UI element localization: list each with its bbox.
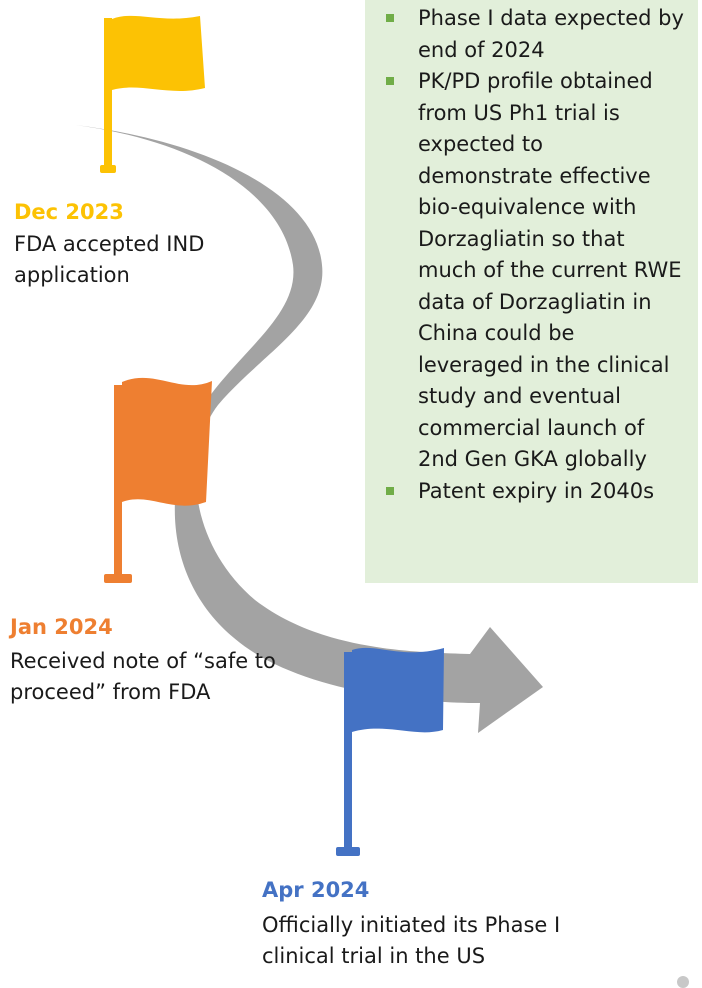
milestone-description-line: application <box>14 263 130 287</box>
milestone-description-line: Received note of “safe to <box>10 649 276 673</box>
flag-icon <box>112 15 205 91</box>
info-bullet-item: PK/PD profile obtained from US Ph1 trial… <box>383 66 684 476</box>
info-bullet-list: Phase I data expected by end of 2024 PK/… <box>383 3 684 507</box>
timeline-arrow <box>75 125 543 733</box>
milestone-description-line: FDA accepted IND <box>14 232 205 256</box>
flag-icon <box>352 647 444 733</box>
flag-apr-2024 <box>336 647 444 856</box>
milestone-description: Received note of “safe to proceed” from … <box>10 646 276 708</box>
milestone-date: Apr 2024 <box>262 878 370 902</box>
square-bullet-icon <box>386 14 394 22</box>
info-box: Phase I data expected by end of 2024 PK/… <box>365 0 698 583</box>
milestone-description: Officially initiated its Phase I clinica… <box>262 910 560 972</box>
milestone-date: Dec 2023 <box>14 200 124 224</box>
square-bullet-icon <box>386 77 394 85</box>
info-bullet-text: PK/PD profile obtained from US Ph1 trial… <box>418 69 682 471</box>
info-bullet-text: Patent expiry in 2040s <box>418 478 655 503</box>
milestone-date: Jan 2024 <box>10 615 113 639</box>
milestone-description-line: proceed” from FDA <box>10 680 211 704</box>
milestone-description-line: clinical trial in the US <box>262 944 486 968</box>
flag-jan-2024 <box>104 377 212 583</box>
square-bullet-icon <box>386 486 394 495</box>
info-bullet-item: Patent expiry in 2040s <box>383 476 684 508</box>
info-bullet-item: Phase I data expected by end of 2024 <box>383 3 684 66</box>
info-bullet-text: Phase I data expected by end of 2024 <box>418 6 684 62</box>
flag-icon <box>122 377 212 506</box>
corner-mark <box>677 976 689 988</box>
milestone-description: FDA accepted IND application <box>14 229 204 291</box>
flag-dec-2023 <box>100 15 205 173</box>
milestone-description-line: Officially initiated its Phase I <box>262 913 561 937</box>
